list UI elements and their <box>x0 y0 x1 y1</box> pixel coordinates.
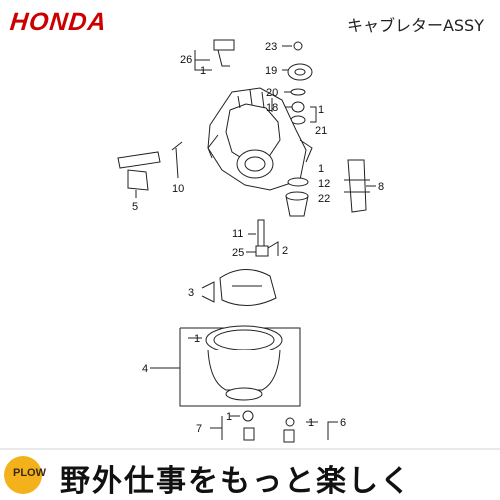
callout-18: 18 <box>266 102 278 114</box>
callout-4: 4 <box>142 363 148 375</box>
callout-5: 5 <box>132 201 138 213</box>
callout-1-float: 1 <box>318 163 324 175</box>
callout-3: 3 <box>188 287 194 299</box>
callout-21: 21 <box>315 125 327 137</box>
callout-19: 19 <box>265 65 277 77</box>
callout-23: 23 <box>265 41 277 53</box>
callout-2: 2 <box>282 245 288 257</box>
callout-26-1: 1 <box>200 65 206 77</box>
callout-12: 12 <box>318 178 330 190</box>
callout-6: 6 <box>340 417 346 429</box>
callout-8: 8 <box>378 181 384 193</box>
slogan-text: 野外仕事をもっと楽しく <box>60 464 412 499</box>
callout-7: 7 <box>196 423 202 435</box>
callout-18-1: 1 <box>318 104 324 116</box>
callout-6-1: 1 <box>308 417 314 429</box>
logo-text: PLOW <box>13 467 46 479</box>
callout-4-1: 1 <box>194 333 200 345</box>
callout-7-1: 1 <box>226 411 232 423</box>
footer-banner: PLOW 野外仕事をもっと楽しく <box>0 448 500 500</box>
footer-divider <box>0 448 500 450</box>
callout-20: 20 <box>266 87 278 99</box>
callout-11: 11 <box>232 228 243 240</box>
callout-10: 10 <box>172 183 184 195</box>
page-title: キャブレターASSY <box>346 16 484 35</box>
plow-logo-icon <box>4 456 42 494</box>
callout-25: 25 <box>232 247 244 259</box>
callout-22: 22 <box>318 193 330 205</box>
parts-diagram: 26 1 23 19 20 18 1 21 10 5 1 12 22 8 11 … <box>117 39 384 443</box>
callout-26: 26 <box>180 54 192 66</box>
